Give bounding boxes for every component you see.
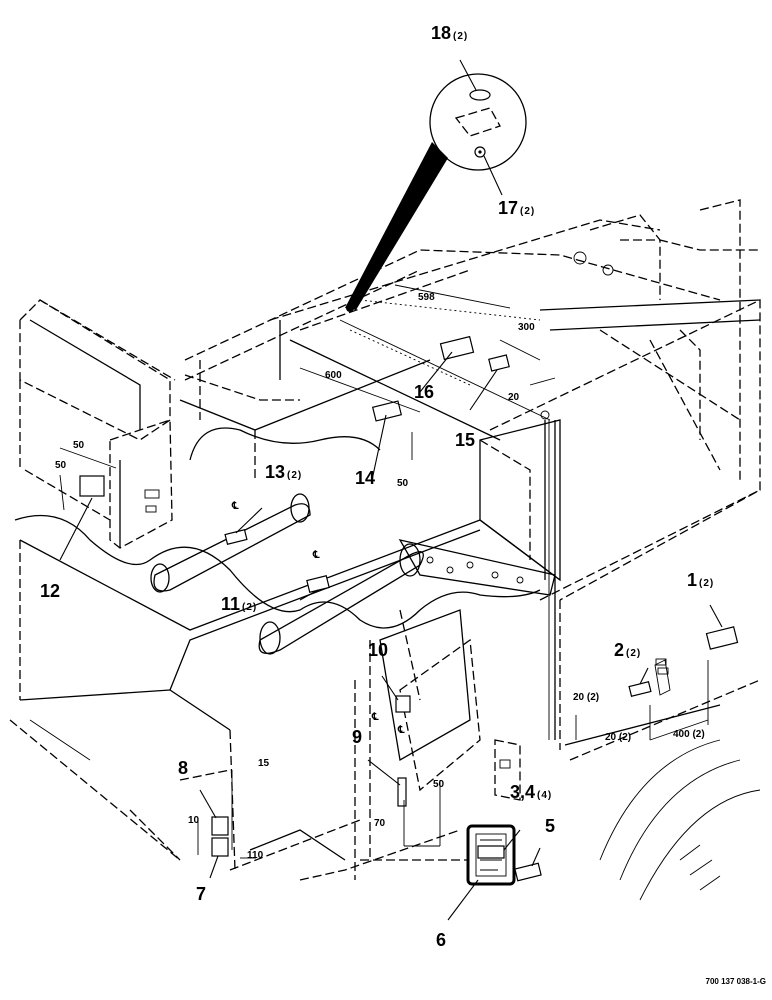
decal-7 [211, 837, 229, 857]
dimension-50-top: 50 [73, 440, 85, 451]
dimension-lines [59, 284, 709, 859]
decal-12 [79, 475, 105, 497]
callout-7: 7 [196, 884, 206, 904]
callout-5: 5 [545, 816, 555, 836]
callout-11: 11(2) [221, 594, 257, 614]
machine-illustration [9, 199, 761, 901]
leader-lines [59, 351, 723, 921]
callout-9: 9 [352, 727, 362, 747]
decal-11 [306, 575, 330, 593]
callout-18: 18(2) [431, 23, 468, 43]
decal-5 [514, 862, 542, 882]
callout-13: 13(2) [265, 462, 302, 482]
callout-3-4: 3,4(4) [510, 782, 552, 802]
detail-magnifier [345, 59, 527, 312]
callout-17: 17(2) [498, 198, 535, 218]
callout-14: 14 [355, 468, 375, 488]
dimension-70: 70 [374, 818, 386, 829]
drawing-reference-number: 700 137 038-1-G [706, 977, 767, 986]
centerline-marks: ℄ ℄ ℄ ℄ [231, 501, 405, 736]
dimension-labels: 598 300 600 20 50 50 50 50 20 (2) 20 (2)… [55, 292, 705, 861]
decal-2 [628, 681, 652, 697]
dimension-10: 10 [188, 815, 200, 826]
centerline-symbol-10b: ℄ [397, 725, 405, 736]
decal-8 [211, 816, 229, 836]
callout-15: 15 [455, 430, 475, 450]
centerline-symbol-10a: ℄ [371, 712, 379, 723]
centerline-symbol-11: ℄ [312, 550, 320, 561]
decals [79, 335, 739, 886]
decal-3-4 [477, 845, 505, 859]
decal-10 [395, 695, 411, 713]
callout-6: 6 [436, 930, 446, 950]
callout-8: 8 [178, 758, 188, 778]
callout-16: 16 [414, 382, 434, 402]
centerline-symbol-13: ℄ [231, 501, 239, 512]
callout-1: 1(2) [687, 570, 714, 590]
dimension-400-2: 400 (2) [673, 729, 705, 740]
dimension-50-lower: 50 [433, 779, 445, 790]
decal-9 [397, 777, 407, 807]
dimension-20-2-a: 20 (2) [573, 692, 599, 703]
decal-14 [371, 400, 403, 422]
decal-18-shape [469, 89, 491, 101]
callout-labels: 18(2) 17(2) 16 15 14 13(2) 12 11(2) 10 9… [40, 23, 714, 950]
callout-12: 12 [40, 581, 60, 601]
decal-13 [224, 529, 248, 545]
dimension-300: 300 [518, 322, 535, 333]
callout-2: 2(2) [614, 640, 641, 660]
dimension-598: 598 [418, 292, 435, 303]
decal-16 [439, 335, 475, 361]
decal-1 [705, 626, 739, 650]
dimension-50-center: 50 [397, 478, 409, 489]
dimension-15: 15 [258, 758, 270, 769]
dimension-20-2-b: 20 (2) [605, 732, 631, 743]
callout-10: 10 [368, 640, 388, 660]
dimension-600: 600 [325, 370, 342, 381]
decal-15 [488, 354, 510, 372]
dimension-110: 110 [247, 850, 264, 861]
detail-pointer [345, 142, 448, 310]
dimension-50-left: 50 [55, 460, 67, 471]
dimension-20: 20 [508, 392, 520, 403]
